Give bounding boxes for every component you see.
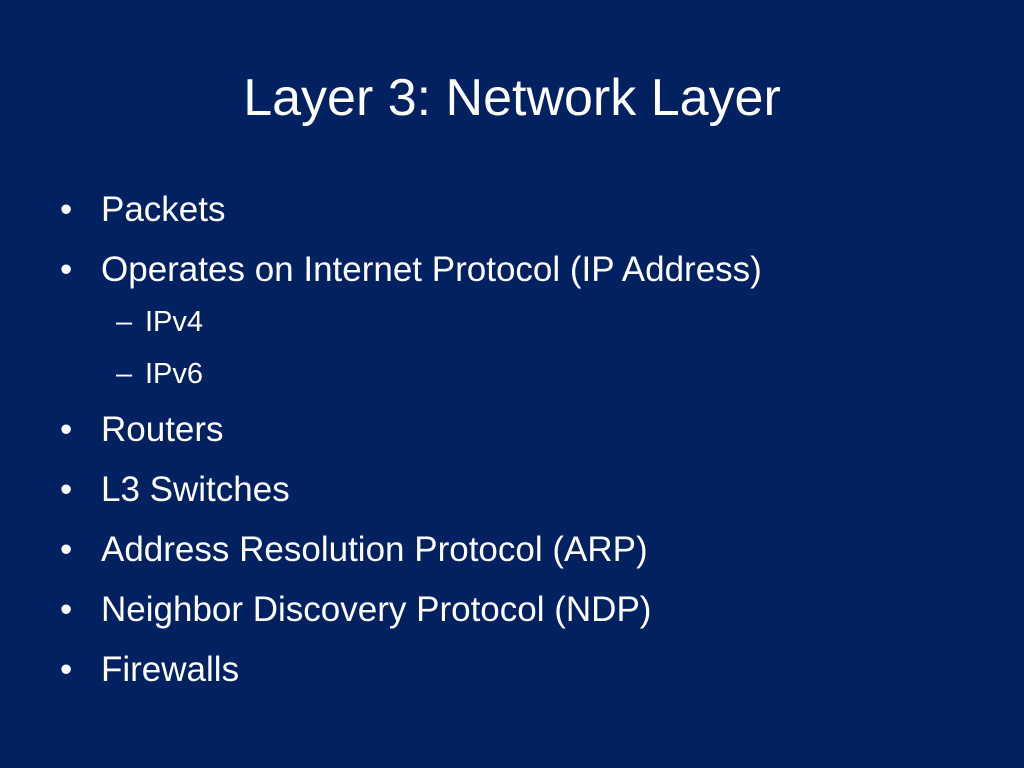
- bullet-item-routers: • Routers: [60, 400, 1000, 460]
- bullet-icon: •: [60, 470, 73, 509]
- bullet-text: Neighbor Discovery Protocol (NDP): [101, 590, 652, 629]
- bullet-text: Packets: [101, 190, 226, 229]
- dash-icon: –: [116, 306, 133, 338]
- dash-icon: –: [116, 358, 133, 390]
- bullet-icon: •: [60, 250, 73, 289]
- bullet-item-l3-switches: • L3 Switches: [60, 460, 1000, 520]
- bullet-icon: •: [60, 190, 73, 229]
- bullet-icon: •: [60, 530, 73, 569]
- sub-bullet-text: IPv4: [145, 306, 204, 338]
- sub-bullet-text: IPv6: [145, 358, 204, 390]
- bullet-icon: •: [60, 650, 73, 689]
- bullet-text: Address Resolution Protocol (ARP): [101, 530, 648, 569]
- bullet-item-arp: • Address Resolution Protocol (ARP): [60, 520, 1000, 580]
- bullet-text: L3 Switches: [101, 470, 290, 509]
- bullet-item-ndp: • Neighbor Discovery Protocol (NDP): [60, 580, 1000, 640]
- bullet-list: • Packets • Operates on Internet Protoco…: [60, 180, 1000, 700]
- bullet-icon: •: [60, 590, 73, 629]
- sub-bullet-item-ipv6: – IPv6: [60, 348, 1000, 400]
- sub-bullet-item-ipv4: – IPv4: [60, 296, 1000, 348]
- bullet-item-firewalls: • Firewalls: [60, 640, 1000, 700]
- bullet-text: Firewalls: [101, 650, 240, 689]
- bullet-item-packets: • Packets: [60, 180, 1000, 240]
- bullet-item-internet-protocol: • Operates on Internet Protocol (IP Addr…: [60, 240, 1000, 300]
- bullet-icon: •: [60, 410, 73, 449]
- bullet-text: Operates on Internet Protocol (IP Addres…: [101, 250, 762, 289]
- slide-title: Layer 3: Network Layer: [243, 69, 781, 127]
- bullet-text: Routers: [101, 410, 224, 449]
